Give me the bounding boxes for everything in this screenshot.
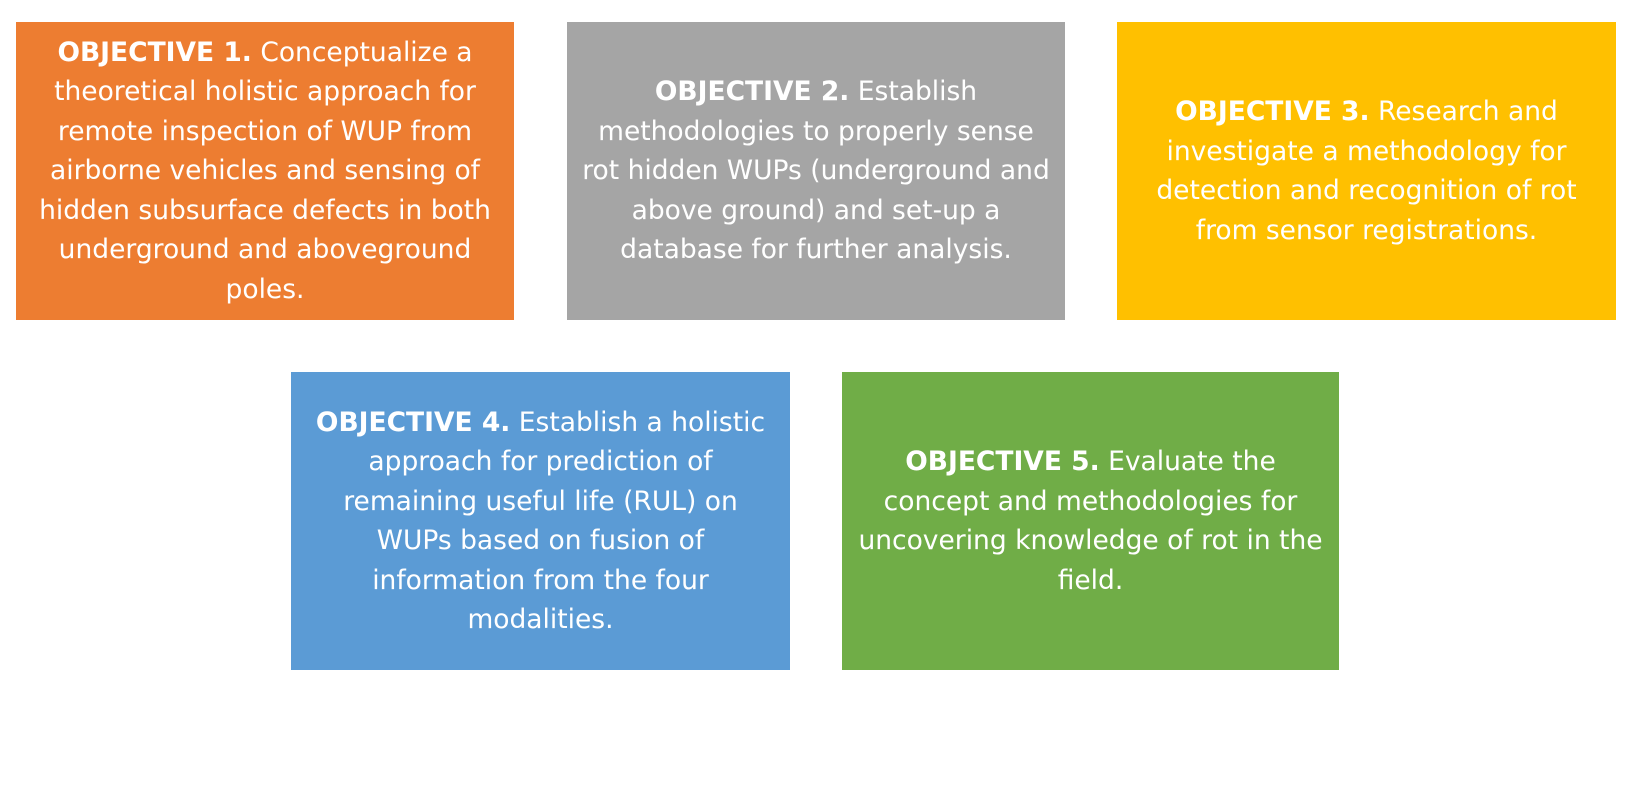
objective-3-content: OBJECTIVE 3. Research and investigate a … [1131,92,1602,250]
objective-2-text: Establish methodologies to properly sens… [582,76,1050,266]
objective-3-text: Research and investigate a methodology f… [1156,96,1577,246]
objective-1-label: OBJECTIVE 1. [57,36,252,68]
objective-2-box: OBJECTIVE 2. Establish methodologies to … [567,22,1065,320]
objective-4-content: OBJECTIVE 4. Establish a holistic approa… [305,403,776,640]
objective-1-text: Conceptualize a theoretical holistic app… [39,36,491,305]
objective-3-box: OBJECTIVE 3. Research and investigate a … [1117,22,1616,320]
objective-5-label: OBJECTIVE 5. [905,446,1100,477]
objective-3-label: OBJECTIVE 3. [1175,96,1370,127]
objective-5-text: Evaluate the concept and methodologies f… [858,446,1323,596]
objective-5-content: OBJECTIVE 5. Evaluate the concept and me… [856,442,1325,600]
objective-1-box: OBJECTIVE 1. Conceptualize a theoretical… [16,22,514,320]
objective-4-box: OBJECTIVE 4. Establish a holistic approa… [291,372,790,670]
objective-1-content: OBJECTIVE 1. Conceptualize a theoretical… [30,33,500,310]
objective-4-text: Establish a holistic approach for predic… [343,406,766,636]
objective-4-label: OBJECTIVE 4. [315,406,511,438]
objective-5-box: OBJECTIVE 5. Evaluate the concept and me… [842,372,1339,670]
objective-2-label: OBJECTIVE 2. [654,76,850,108]
objective-2-content: OBJECTIVE 2. Establish methodologies to … [581,72,1051,270]
